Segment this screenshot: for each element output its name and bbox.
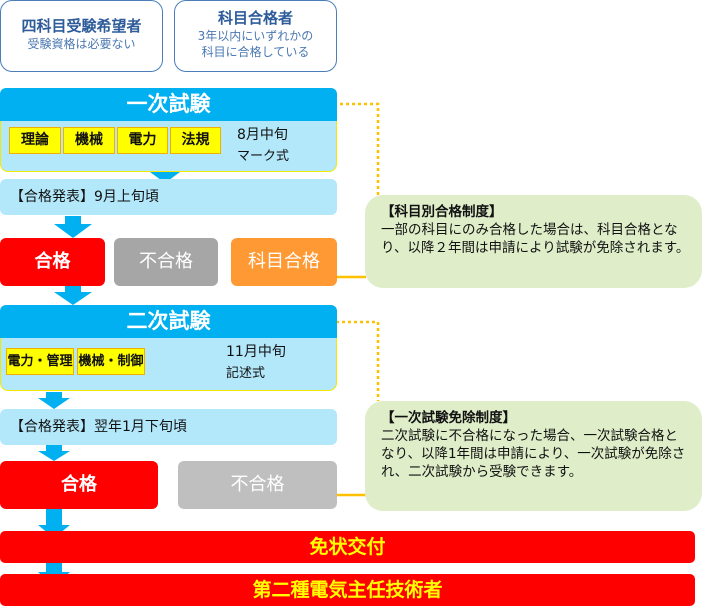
license-issuance: 免状交付	[0, 531, 695, 563]
exam2-title: 二次試験	[0, 305, 337, 338]
callout-first-exam-exemption: 【一次試験免除制度】 二次試験に不合格になった場合、一次試験合格となり、以降1年…	[365, 401, 702, 511]
arrow-down-icon	[54, 216, 92, 238]
arrow-down-icon	[38, 445, 70, 461]
exam1-title: 一次試験	[0, 88, 337, 121]
callout-title: 【一次試験免除制度】	[381, 410, 516, 426]
subject-chip: 機械	[63, 127, 115, 154]
exam1-announcement: 【合格発表】9月上旬頃	[0, 179, 337, 215]
callout-subject-pass-system: 【科目別合格制度】 一部の科目にのみ合格した場合は、科目合格となり、以降２年間は…	[365, 195, 702, 288]
exam2-date: 11月中旬	[226, 344, 286, 360]
arrow-down-icon	[54, 286, 92, 305]
candidate-title: 科目合格者	[217, 9, 293, 27]
subject-chip: 電力	[117, 127, 168, 154]
callout-title: 【科目別合格制度】	[381, 204, 503, 220]
exam1-format: マーク式	[237, 149, 290, 164]
candidate-box-subject-passer: 科目合格者 3年以内にいずれかの 科目に合格している	[174, 0, 337, 72]
candidate-title: 四科目受験希望者	[21, 17, 142, 35]
arrow-down-icon	[38, 392, 70, 409]
arrow-down-icon	[38, 509, 70, 538]
exam1-partial-pass: 科目合格	[231, 238, 337, 286]
exam2-pass: 合格	[0, 461, 158, 509]
exam1-fail: 不合格	[114, 238, 218, 286]
exam2-announcement: 【合格発表】翌年1月下旬頃	[0, 409, 337, 445]
candidate-sub: 科目に合格している	[201, 45, 310, 59]
candidate-box-four-subjects: 四科目受験希望者 受験資格は必要ない	[0, 0, 163, 72]
candidate-sub: 受験資格は必要ない	[27, 37, 136, 51]
subject-chip: 法規	[170, 127, 221, 154]
subject-chip: 機械・制御	[77, 348, 145, 375]
exam1-date: 8月中旬	[237, 127, 288, 143]
arrow-down-icon	[150, 172, 180, 183]
exam1-pass: 合格	[0, 238, 105, 286]
candidate-sub: 3年以内にいずれかの	[197, 29, 314, 43]
subject-chip: 理論	[9, 127, 61, 154]
exam2-format: 記述式	[226, 366, 266, 381]
subject-chip: 電力・管理	[6, 348, 74, 375]
callout-text: 一部の科目にのみ合格した場合は、科目合格となり、以降２年間は申請により試験が免除…	[381, 222, 690, 256]
final-qualification: 第二種電気主任技術者	[0, 574, 695, 606]
callout-text: 二次試験に不合格になった場合、一次試験合格となり、以降1年間は申請により、一次試…	[381, 428, 686, 480]
exam2-fail: 不合格	[178, 461, 337, 509]
